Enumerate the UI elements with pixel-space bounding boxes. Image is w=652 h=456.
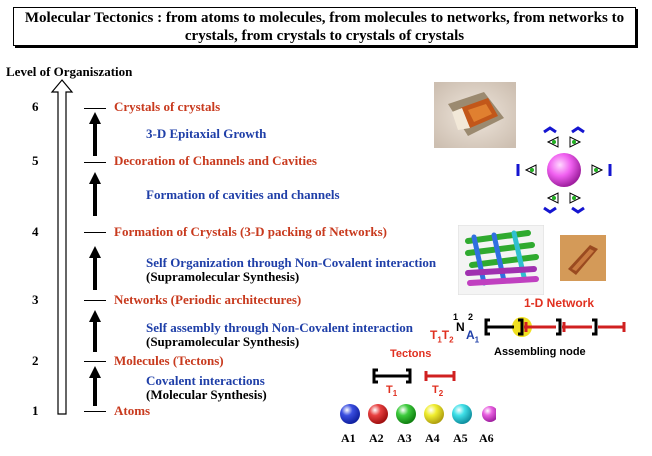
atom-a5-sphere [452,404,472,424]
atom-a2-label: A2 [369,431,384,445]
level-number-5: 5 [32,153,39,168]
transition-covalent-sub: (Molecular Synthesis) [146,387,267,402]
level-tick-5 [84,162,106,163]
atoms-row [340,404,496,424]
formula-sup-2: 2 [468,312,474,322]
level-number-3: 3 [32,292,39,307]
formula-n: N [456,320,465,334]
atom-a4-sphere [424,404,444,424]
up-arrow-1-2 [89,366,101,406]
transition-self-assembly: Self assembly through Non-Covalent inter… [146,320,413,335]
transition-cavities: Formation of cavities and channels [146,187,340,202]
level-label-5: Decoration of Channels and Cavities [114,153,317,168]
formula-sup-1: 1 [453,312,459,322]
transition-self-assembly-sub: (Supramolecular Synthesis) [146,334,300,349]
level-number-4: 4 [32,224,39,239]
atom-a1-sphere [340,404,360,424]
level-label-6: Crystals of crystals [114,99,221,114]
level-label-3: Networks (Periodic architectures) [114,292,302,307]
level-tick-6 [84,108,106,109]
atom-a6-sphere [482,406,496,422]
level-number-1: 1 [32,403,39,418]
formula-atom: A1 [466,328,480,345]
level-tick-3 [84,300,106,301]
atom-a4-label: A4 [425,431,440,445]
transition-epitaxial: 3-D Epitaxial Growth [146,126,267,141]
tectons-diagram [372,368,456,384]
level-tick-1 [84,411,106,412]
formula-tectons: T1T2 [430,328,454,345]
transition-self-organization: Self Organization through Non-Covalent i… [146,255,437,270]
level-axis-arrow [50,79,74,415]
atom-a1-label: A1 [341,431,356,445]
atom-a3-sphere [396,404,416,424]
up-arrow-2-3 [89,310,101,352]
up-arrow-5-6 [89,112,101,156]
level-tick-4 [84,232,106,233]
atom-a5-label: A5 [453,431,468,445]
assembling-node-label: Assembling node [494,346,586,358]
network-title: 1-D Network [524,296,595,310]
axis-title: Level of Organiszation [6,64,133,79]
up-arrow-3-4 [89,246,101,290]
level-label-2: Molecules (Tectons) [114,353,224,368]
tecton-t1-label: T1 [386,384,398,399]
3d-network-model [458,225,544,295]
crystal-of-crystals-image [434,82,516,148]
tectons-title: Tectons [390,348,432,360]
small-crystal-image [560,235,606,281]
atom-a3-label: A3 [397,431,412,445]
atom-a2-sphere [368,404,388,424]
level-label-4: Formation of Crystals (3-D packing of Ne… [114,224,387,239]
page-title: Molecular Tectonics : from atoms to mole… [13,7,636,46]
level-number-6: 6 [32,99,39,114]
tecton-t2-label: T2 [432,384,444,399]
level-number-2: 2 [32,353,39,368]
atom-a6-label: A6 [479,431,494,445]
transition-self-organization-sub: (Supramolecular Synthesis) [146,269,300,284]
level-tick-2 [84,361,106,362]
transition-covalent: Covalent interactions [146,373,265,388]
network-chain-diagram [484,317,626,337]
level-label-1: Atoms [114,403,151,418]
cavity-decoration-diagram [516,126,612,214]
up-arrow-4-5 [89,172,101,216]
